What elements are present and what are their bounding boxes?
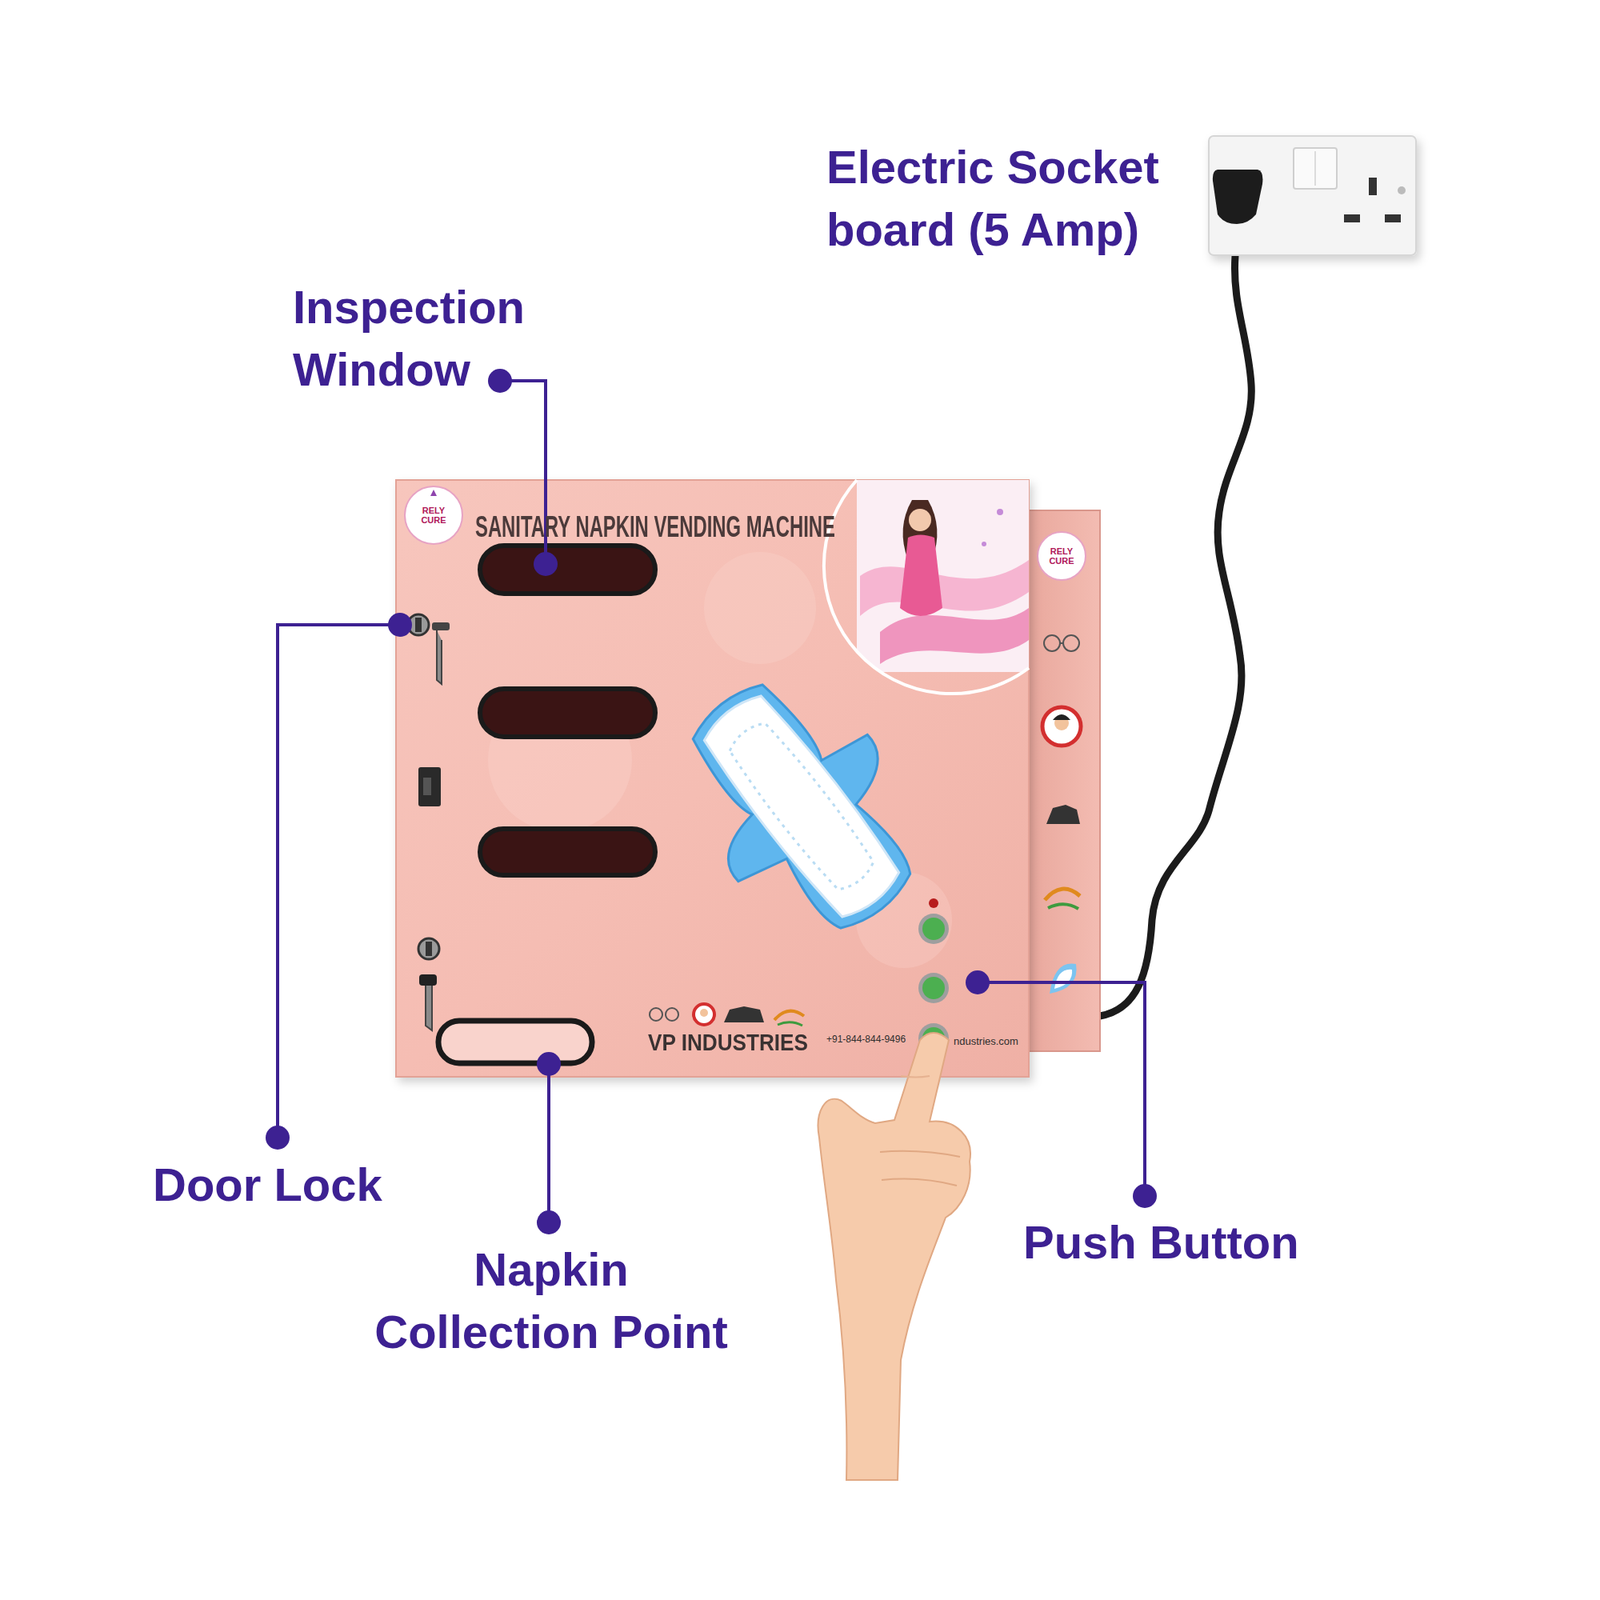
callout-label: Inspection Window <box>292 276 581 402</box>
footer-logos <box>649 1004 804 1026</box>
machine-title: SANITARY NAPKIN VENDING MACHINE <box>475 510 836 544</box>
push-buttons <box>918 898 949 1054</box>
leader-dots <box>265 368 1157 1235</box>
power-cable <box>1100 220 1252 1016</box>
website-text: ndustries.com <box>953 1035 1019 1048</box>
electric-socket <box>1208 136 1416 256</box>
front-panel <box>396 480 1029 1077</box>
brand-logo-text: RELY CURE <box>1045 546 1078 566</box>
callout-label: Door Lock <box>152 1153 383 1216</box>
brand-logo-text: RELY CURE <box>417 505 450 525</box>
phone-number: +91-844-844-9496 <box>826 1033 906 1045</box>
callout-label: Electric Socket board (5 Amp) <box>826 136 1203 262</box>
napkin-graphic <box>645 644 958 968</box>
model-picture <box>856 480 1029 672</box>
maker-name: VP INDUSTRIES <box>648 1028 808 1056</box>
door-locks <box>408 614 450 1031</box>
leader-lines <box>277 380 1145 1223</box>
pointing-hand <box>818 1032 971 1480</box>
collection-slot <box>438 1020 592 1064</box>
inspection-windows <box>480 545 656 876</box>
callout-label: Napkin Collection Point <box>363 1238 740 1364</box>
callout-label: Push Button <box>1023 1211 1300 1274</box>
side-panel <box>1028 510 1100 1052</box>
